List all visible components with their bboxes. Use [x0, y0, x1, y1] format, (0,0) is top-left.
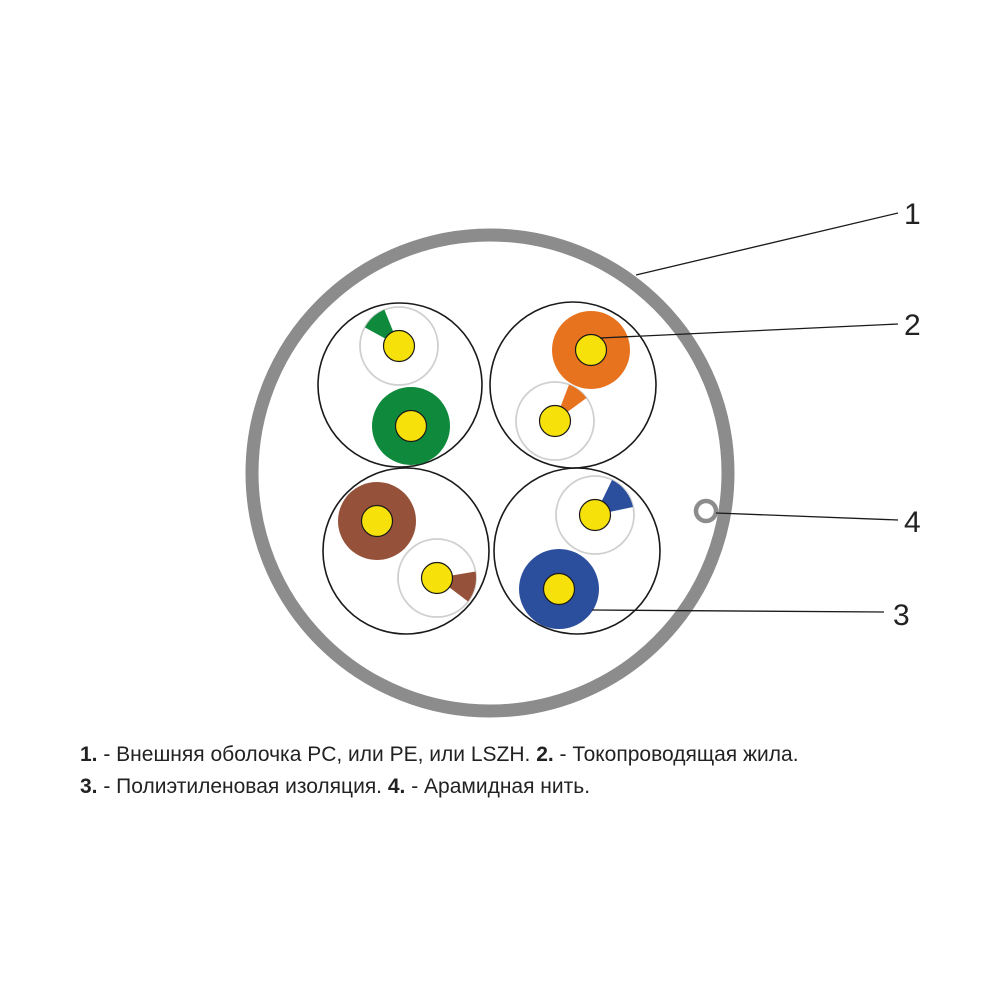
twisted-pair-green [317, 302, 483, 468]
legend-text-4: - Арамидная нить. [405, 775, 591, 798]
leader-line-2 [599, 323, 899, 339]
pair-boundary [493, 467, 661, 635]
legend-text-3: - Полиэтиленовая изоляция. [97, 775, 388, 798]
leader-line-3 [591, 609, 885, 613]
twisted-pair-orange [489, 301, 657, 469]
conductor [574, 333, 608, 367]
conductor [538, 404, 572, 438]
conductor [394, 409, 428, 443]
callout-number-1: 1 [904, 198, 921, 231]
pair-boundary [322, 467, 490, 635]
legend-line-2: 3. - Полиэтиленовая изоляция. 4. - Арами… [80, 772, 1000, 802]
legend-number-1: 1. [80, 743, 98, 766]
callout-number-3: 3 [893, 599, 910, 632]
conductor [360, 504, 394, 538]
leader-line-4 [715, 512, 899, 521]
legend-line-1: 1. - Внешняя оболочка PC, или PE, или LS… [80, 740, 1000, 770]
legend-text-1: - Внешняя оболочка PC, или PE, или LSZH. [97, 743, 537, 766]
outer-sheath [245, 228, 735, 718]
pair-boundary [317, 302, 483, 468]
legend-number-2: 2. [536, 743, 554, 766]
legend-number-3: 3. [80, 775, 98, 798]
striped-wire-brown-white [397, 538, 477, 618]
solid-wire-blue [519, 549, 599, 629]
solid-wire-brown [338, 482, 416, 560]
striped-wire-blue-white [555, 475, 635, 555]
legend-text-2: - Токопроводящая жила. [553, 743, 799, 766]
conductor [542, 572, 576, 606]
conductor [578, 498, 612, 532]
solid-wire-green [372, 387, 450, 465]
leader-line-1 [635, 212, 899, 276]
twisted-pair-brown [322, 467, 490, 635]
aramid-thread [693, 498, 719, 524]
striped-wire-orange-white [515, 381, 595, 461]
striped-wire-green-white [359, 306, 439, 386]
legend-number-4: 4. [387, 775, 406, 798]
solid-wire-orange [552, 311, 630, 389]
callout-number-4: 4 [904, 506, 921, 539]
twisted-pair-blue [493, 467, 661, 635]
callout-number-2: 2 [904, 309, 921, 342]
conductor [420, 561, 454, 595]
conductor [382, 329, 416, 363]
